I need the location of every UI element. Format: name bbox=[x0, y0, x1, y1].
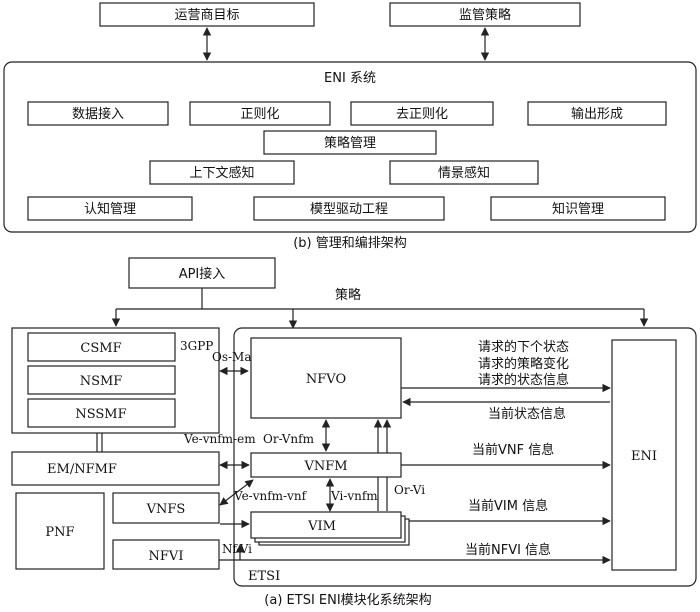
api-ingestion-label: API接入 bbox=[179, 266, 226, 282]
current-state-info-label: 当前状态信息 bbox=[488, 406, 566, 422]
model-driven-engineering-label: 模型驱动工程 bbox=[310, 202, 388, 217]
or-vi-label: Or-Vi bbox=[394, 483, 425, 497]
caption-a: (a) ETSI ENI模块化系统架构 bbox=[264, 593, 431, 608]
cognitive-management-label: 认知管理 bbox=[84, 201, 136, 217]
etsi-label: ETSI bbox=[248, 569, 280, 584]
nfvi-label: NFVI bbox=[149, 549, 184, 564]
situation-awareness-box bbox=[389, 160, 539, 185]
diagram-b: 运营商目标 监管策略 ENI 系统 数据接入 正则化 去正则化 输出形成 策略管… bbox=[3, 2, 697, 251]
normalization-box bbox=[189, 101, 331, 126]
requested-policy-change-label: 请求的策略变化 bbox=[478, 356, 569, 372]
pnf-label: PNF bbox=[45, 525, 74, 540]
em-nfmf-box bbox=[11, 451, 220, 486]
pnf-box bbox=[15, 492, 105, 570]
nfvo-box bbox=[250, 337, 402, 419]
requested-next-state-label: 请求的下个状态 bbox=[478, 339, 569, 355]
vi-vnfm-label: Vi-vnfm bbox=[330, 489, 378, 503]
current-vim-info-label: 当前VIM 信息 bbox=[468, 498, 548, 514]
requested-state-info-label: 请求的状态信息 bbox=[478, 372, 569, 388]
csmf-label: CSMF bbox=[80, 341, 121, 356]
ve-vnfm-vnf-label: Ve-vnfm-vnf bbox=[233, 489, 308, 503]
vim-box bbox=[250, 511, 402, 539]
current-nfvi-info-label: 当前NFVI 信息 bbox=[465, 542, 551, 558]
nfvi-box bbox=[112, 539, 220, 570]
vnfs-label: VNFS bbox=[146, 502, 186, 517]
eni-box bbox=[611, 339, 677, 571]
policy-management-box bbox=[263, 130, 437, 155]
operator-goals-box bbox=[99, 2, 315, 27]
regulatory-policy-box bbox=[389, 2, 581, 27]
nsmf-box bbox=[27, 365, 176, 395]
em-nfmf-label: EM/NFMF bbox=[47, 462, 117, 477]
csmf-box bbox=[27, 332, 176, 362]
data-ingestion-box bbox=[27, 101, 169, 126]
os-ma-label: Os-Ma bbox=[212, 350, 252, 364]
denormalization-label: 去正则化 bbox=[396, 107, 448, 122]
or-vnfm-label: Or-Vnfm bbox=[263, 432, 315, 446]
diagram-a: API接入 策略 ETSI 3GPP CSMF NSMF NSSMF Os-Ma… bbox=[11, 257, 697, 608]
nssmf-box bbox=[27, 398, 176, 428]
knowledge-management-box bbox=[490, 196, 666, 221]
situation-awareness-label: 情景感知 bbox=[438, 165, 490, 181]
vnfm-box bbox=[250, 452, 402, 478]
nfvo-label: NFVO bbox=[306, 372, 346, 387]
model-driven-engineering-box bbox=[253, 196, 445, 221]
vim-label: VIM bbox=[307, 519, 336, 534]
arrow-vnfs-vnfm bbox=[219, 479, 254, 506]
output-generation-box bbox=[527, 101, 667, 126]
nssmf-label: NSSMF bbox=[75, 407, 126, 422]
operator-goals-label: 运营商目标 bbox=[174, 8, 239, 23]
normalization-label: 正则化 bbox=[240, 107, 279, 122]
nsmf-label: NSMF bbox=[80, 374, 123, 389]
current-vnf-info-label: 当前VNF 信息 bbox=[472, 442, 554, 458]
ve-vnfm-em-label: Ve-vnfm-em bbox=[183, 432, 256, 446]
vnfm-label: VNFM bbox=[303, 459, 347, 474]
nf-vi-label: Nf-Vi bbox=[222, 542, 252, 556]
cognitive-management-box bbox=[27, 196, 193, 221]
knowledge-management-label: 知识管理 bbox=[552, 201, 604, 217]
policy-label: 策略 bbox=[335, 287, 361, 303]
context-awareness-box bbox=[149, 160, 295, 185]
eni-system-title: ENI 系统 bbox=[324, 71, 376, 86]
data-ingestion-label: 数据接入 bbox=[72, 106, 124, 122]
vnfs-box bbox=[112, 492, 220, 524]
regulatory-policy-label: 监管策略 bbox=[459, 7, 511, 23]
caption-b: (b) 管理和编排架构 bbox=[293, 236, 407, 251]
denormalization-box bbox=[350, 101, 494, 126]
eni-label: ENI bbox=[631, 449, 657, 464]
gpp-label: 3GPP bbox=[180, 339, 213, 353]
policy-management-label: 策略管理 bbox=[324, 135, 376, 151]
output-generation-label: 输出形成 bbox=[571, 106, 623, 122]
context-awareness-label: 上下文感知 bbox=[189, 165, 254, 181]
